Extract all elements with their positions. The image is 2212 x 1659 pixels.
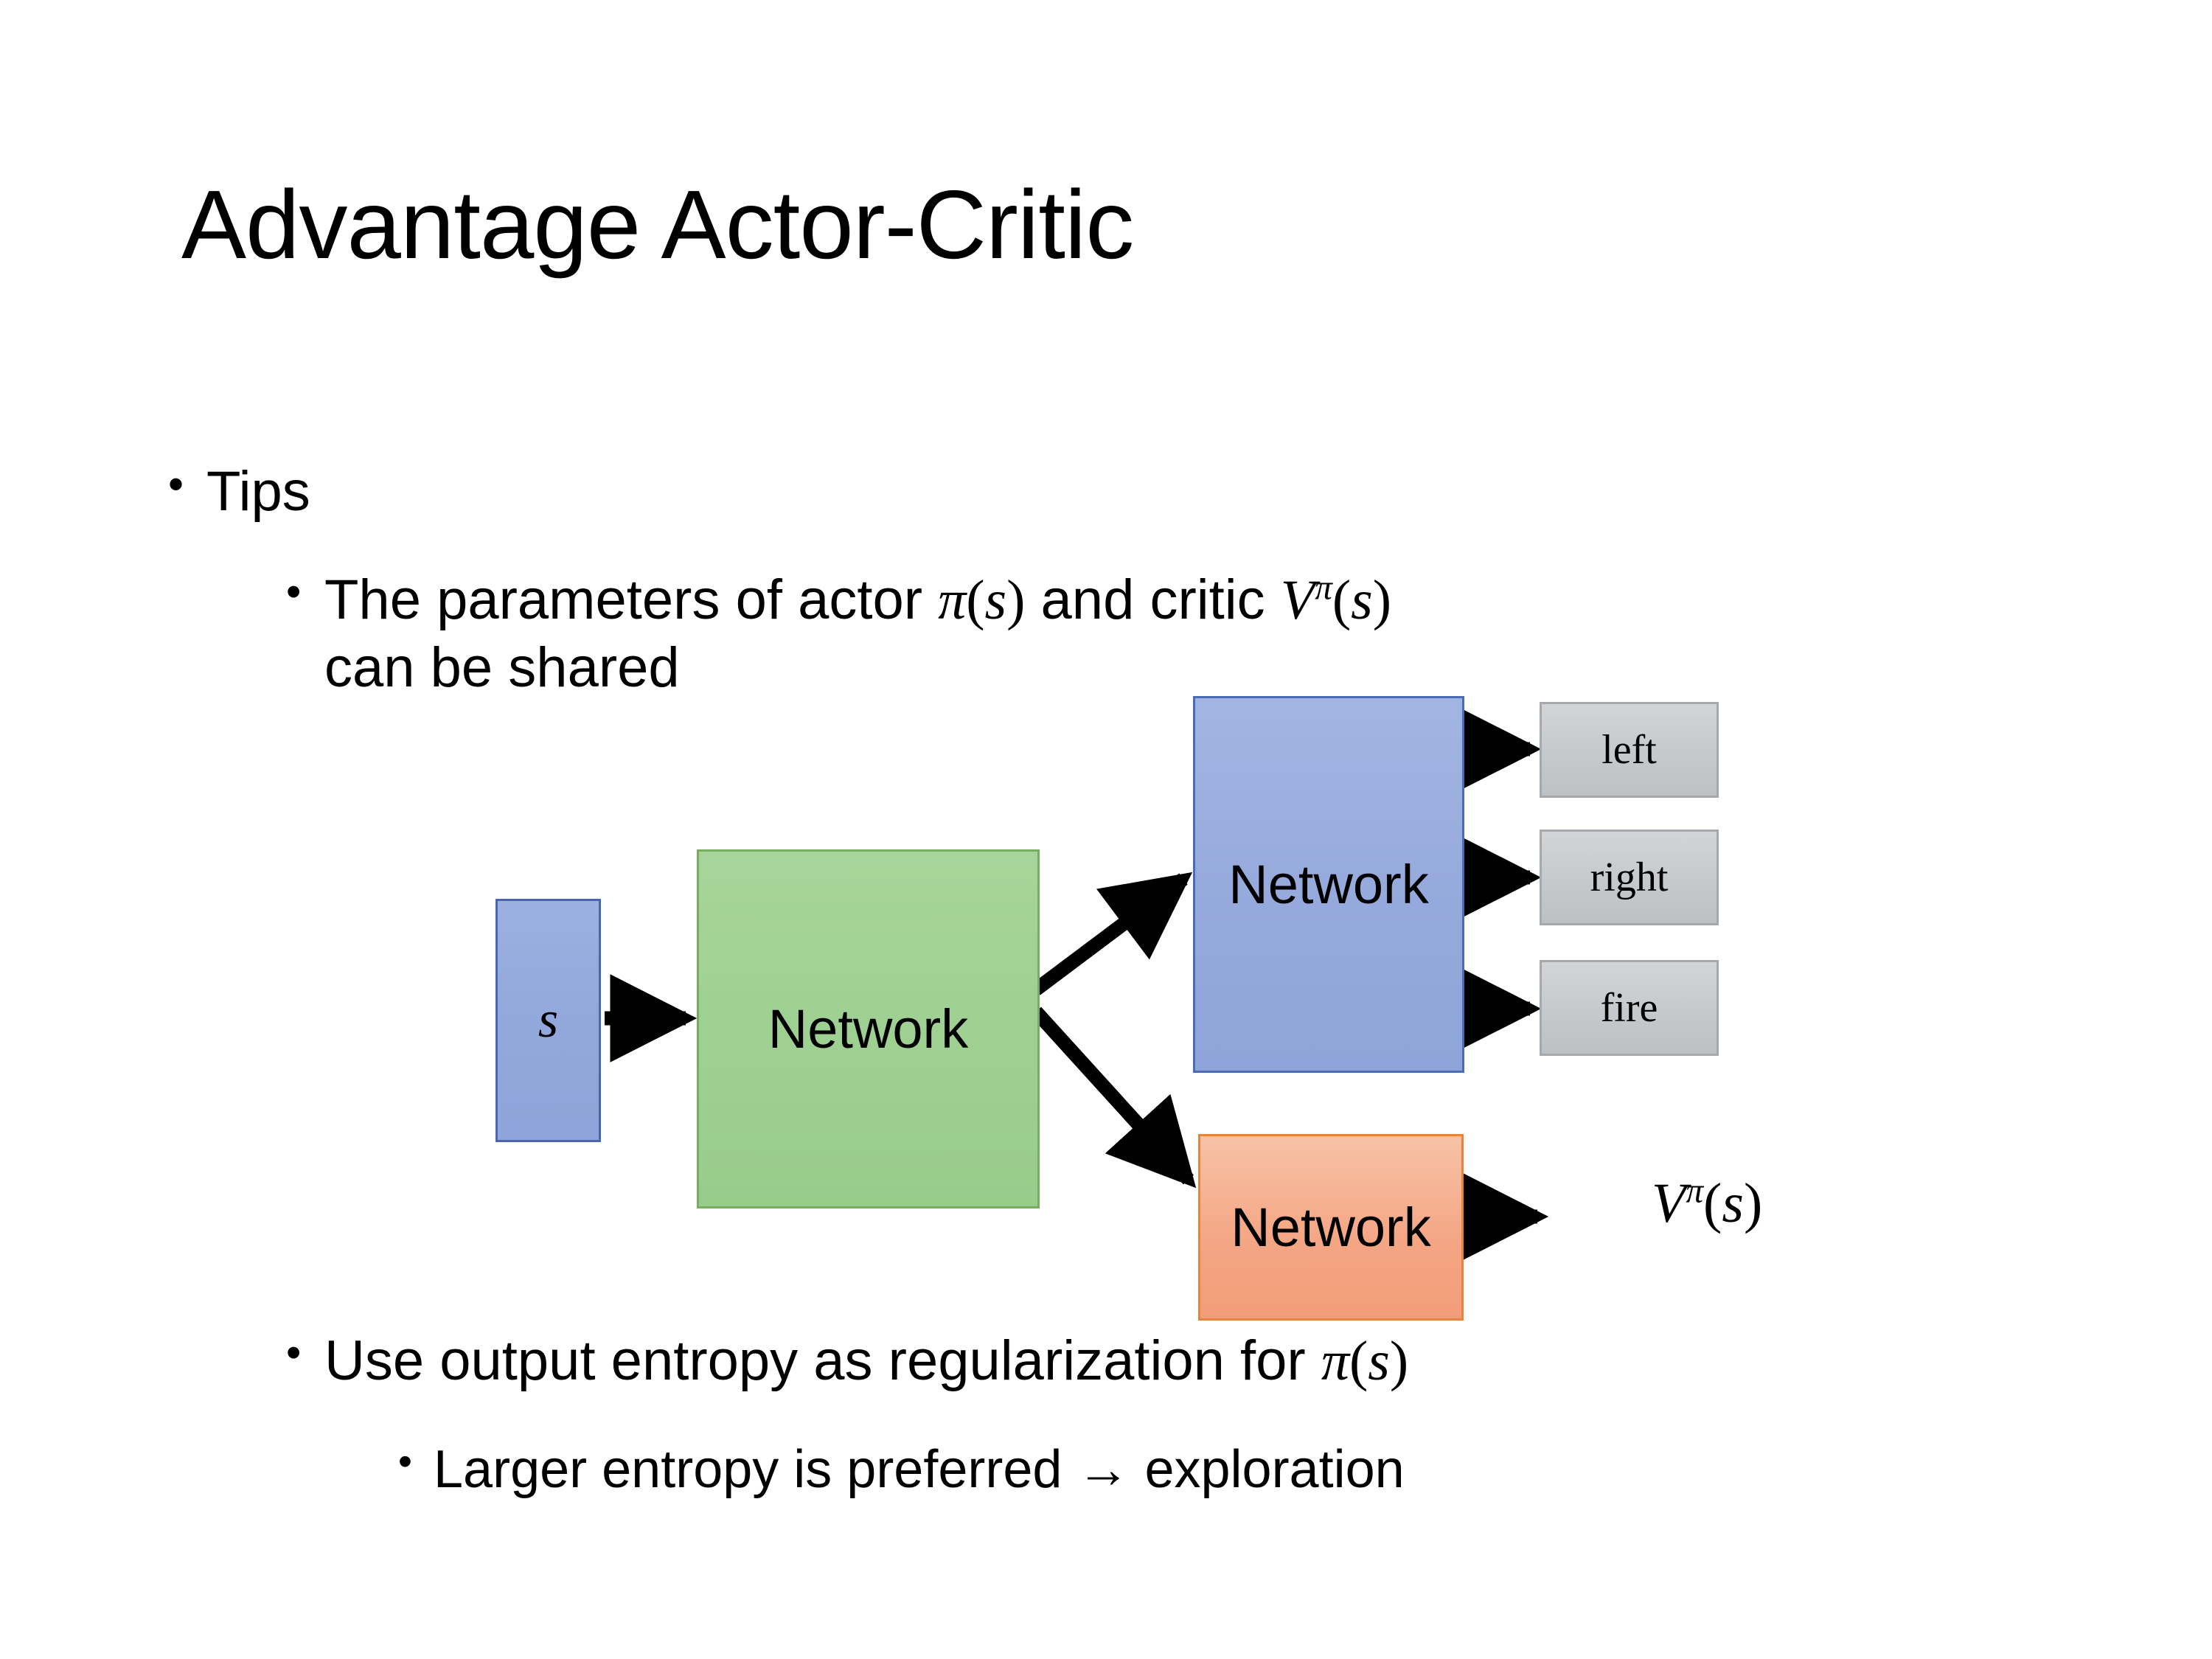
- entropy-text-before-pi: Use output entropy as regularization for: [324, 1329, 1321, 1392]
- text-middle: and critic: [1025, 568, 1281, 631]
- arrow-shared-to-critic: [1030, 1006, 1197, 1189]
- bullet-tips-label: Tips: [206, 460, 310, 523]
- shared-network-box[interactable]: Network: [697, 849, 1040, 1208]
- v-close-paren: ): [1372, 569, 1392, 631]
- arrow-shared-to-actor: [1032, 872, 1193, 995]
- bullet-shared-parameters: • The parameters of actor π(s) and criti…: [286, 566, 2070, 701]
- page-title: Advantage Actor-Critic: [181, 170, 1134, 279]
- pi-open-paren: (: [1349, 1330, 1368, 1392]
- v-open-paren: (: [1332, 569, 1352, 631]
- bullet-entropy-text: Use output entropy as regularization for…: [324, 1327, 1408, 1395]
- action-output-left[interactable]: left: [1540, 702, 1719, 798]
- actor-network-label: Network: [1228, 854, 1429, 915]
- pi-argument: s: [1368, 1330, 1390, 1392]
- action-output-right-label: right: [1590, 855, 1669, 900]
- bullet-marker-icon: •: [286, 1329, 302, 1377]
- value-open-paren: (: [1703, 1172, 1722, 1234]
- pi-symbol: π: [1321, 1330, 1349, 1392]
- action-output-fire-label: fire: [1600, 985, 1658, 1031]
- text-before-pi: The parameters of actor: [324, 568, 939, 631]
- bullet-entropy-regularization: • Use output entropy as regularization f…: [286, 1327, 1408, 1395]
- bullet-marker-icon: •: [168, 459, 184, 509]
- value-close-paren: ): [1743, 1172, 1763, 1234]
- v-superscript-pi: π: [1315, 568, 1332, 608]
- bullet-larger-entropy: • Larger entropy is preferred → explorat…: [398, 1438, 1405, 1501]
- v-argument: s: [1351, 569, 1373, 631]
- critic-network-label: Network: [1231, 1197, 1431, 1258]
- v-symbol: V: [1280, 569, 1315, 631]
- action-output-left-label: left: [1601, 727, 1657, 773]
- bullet-shared-parameters-text: The parameters of actor π(s) and critic …: [324, 566, 2035, 701]
- pi-argument: s: [984, 569, 1007, 631]
- value-v-symbol: V: [1652, 1172, 1686, 1234]
- value-output-label: Vπ(s): [1652, 1171, 1762, 1236]
- bullet-shared-parameters-line2: can be shared: [324, 636, 680, 700]
- pi-close-paren: ): [1389, 1330, 1409, 1392]
- value-superscript-pi: π: [1686, 1172, 1704, 1211]
- critic-network-box[interactable]: Network: [1198, 1134, 1464, 1321]
- pi-open-paren: (: [966, 569, 985, 631]
- actor-network-box[interactable]: Network: [1193, 696, 1464, 1073]
- action-output-fire[interactable]: fire: [1540, 960, 1719, 1056]
- bullet-tips: • Tips: [168, 459, 310, 525]
- state-input-label: s: [538, 992, 559, 1048]
- bullet-marker-icon: •: [398, 1439, 412, 1484]
- action-output-right[interactable]: right: [1540, 830, 1719, 925]
- bullet-larger-entropy-label: Larger entropy is preferred → exploratio…: [434, 1440, 1405, 1499]
- bullet-marker-icon: •: [286, 568, 302, 616]
- state-input-box[interactable]: s: [495, 899, 601, 1142]
- pi-symbol: π: [938, 569, 967, 631]
- value-argument: s: [1722, 1172, 1744, 1234]
- pi-close-paren: ): [1006, 569, 1026, 631]
- shared-network-label: Network: [768, 998, 969, 1060]
